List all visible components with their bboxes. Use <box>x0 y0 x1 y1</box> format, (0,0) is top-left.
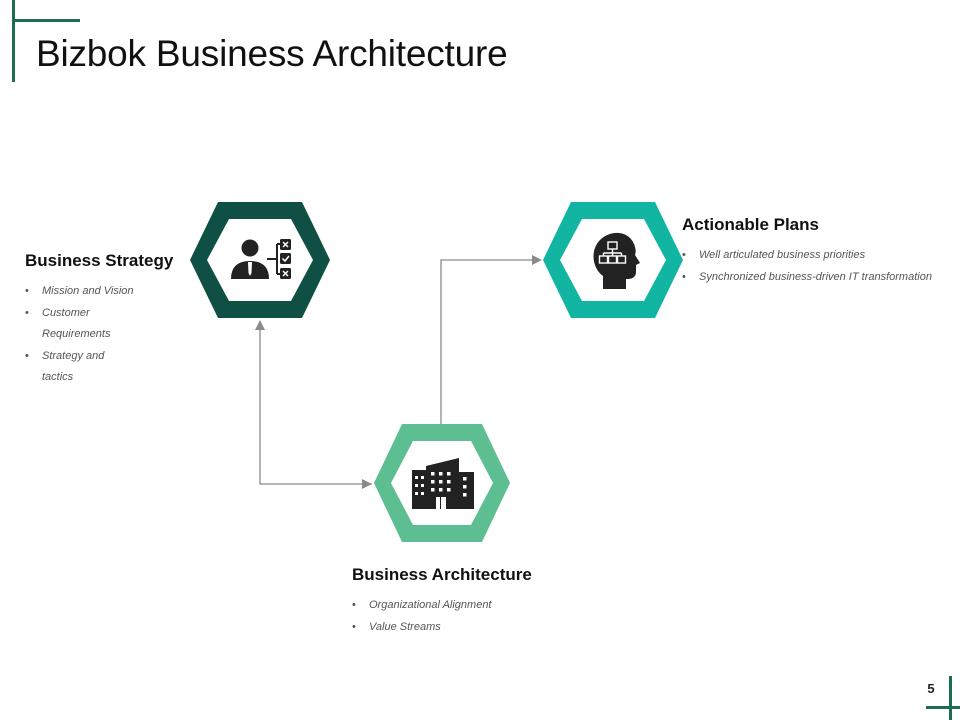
list-item: Customer Requirements <box>25 303 135 346</box>
hexagon-plans <box>543 202 683 318</box>
architecture-heading: Business Architecture <box>352 565 532 584</box>
list-item: Organizational Alignment <box>352 595 582 617</box>
page-number: 5 <box>927 681 935 696</box>
strategy-heading: Business Strategy <box>25 251 174 270</box>
plans-text-block: Actionable Plans Well articulated busine… <box>682 215 960 288</box>
person-checklist-icon <box>231 239 291 279</box>
footer-accent-vertical <box>949 676 952 720</box>
list-item: Synchronized business-driven IT transfor… <box>682 267 960 289</box>
page-title: Bizbok Business Architecture <box>36 33 508 74</box>
top-left-accent-vertical <box>12 0 15 82</box>
plans-heading: Actionable Plans <box>682 215 819 234</box>
buildings-icon <box>412 458 474 509</box>
head-hierarchy-icon <box>593 232 640 289</box>
connector-architecture-to-strategy <box>255 320 372 485</box>
top-left-accent-horizontal <box>12 19 80 22</box>
architecture-bullets: Organizational Alignment Value Streams <box>352 595 582 638</box>
strategy-text-block: Business Strategy Mission and Vision Cus… <box>25 251 195 389</box>
list-item: Well articulated business priorities <box>682 245 960 267</box>
connector-arrow-left <box>362 479 372 489</box>
architecture-text-block: Business Architecture Organizational Ali… <box>352 565 582 638</box>
hexagon-strategy <box>190 202 330 318</box>
list-item: Value Streams <box>352 617 582 639</box>
hexagon-architecture <box>374 424 510 542</box>
connector-architecture-to-plans <box>440 255 542 424</box>
list-item: Mission and Vision <box>25 281 135 303</box>
plans-bullets: Well articulated business priorities Syn… <box>682 245 960 288</box>
footer-accent-horizontal <box>926 706 960 709</box>
strategy-bullets: Mission and Vision Customer Requirements… <box>25 281 135 389</box>
list-item: Strategy and tactics <box>25 346 135 389</box>
